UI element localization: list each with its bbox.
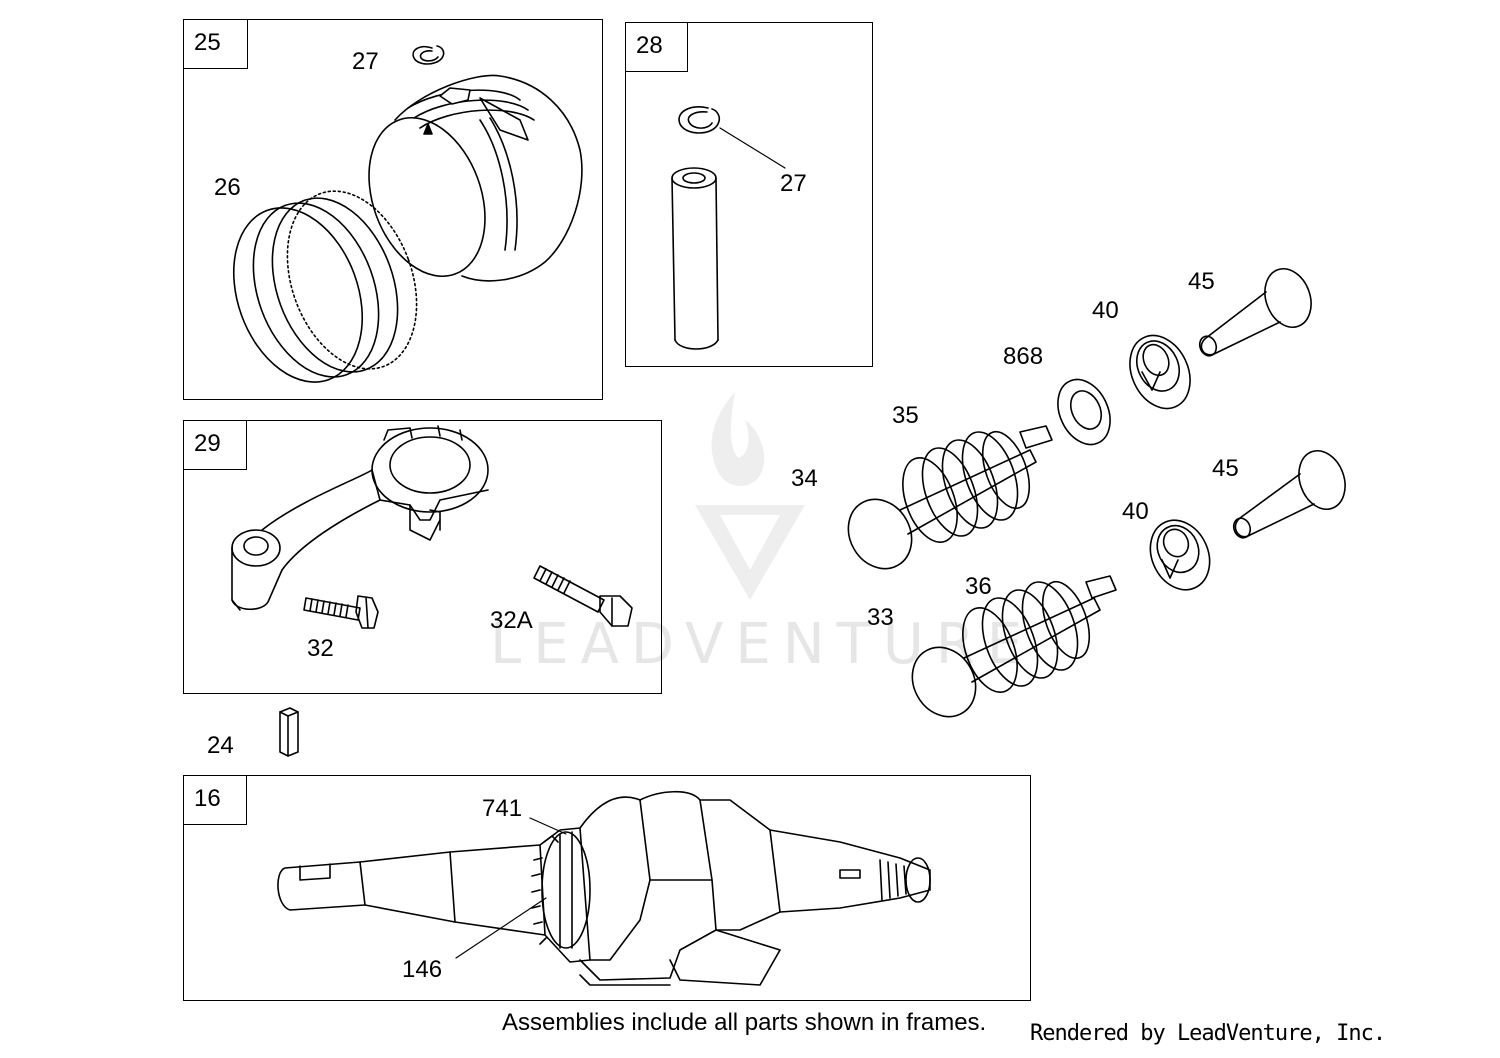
assemblies-note: Assemblies include all parts shown in fr… [502,1009,987,1036]
callout-146: 146 [402,956,443,983]
rod-bolt-long-icon [533,565,633,627]
callout-741: 741 [482,795,523,822]
retaining-clip-icon [412,45,445,65]
valve-spring-icon [962,580,1091,693]
leader-lines [455,817,567,959]
connecting-rod-icon [231,425,489,611]
frame-29: 29 [183,420,662,694]
valve-tappet-icon [1232,450,1346,539]
callout-40: 40 [1122,498,1149,525]
callout-24: 24 [207,732,234,759]
spring-retainer-icon [1149,519,1211,591]
callout-45: 45 [1188,268,1215,295]
callout-32: 32 [307,635,334,662]
callout-40: 40 [1092,297,1119,324]
frame-28: 28 [625,22,873,367]
callout-36: 36 [965,573,992,600]
frame-number: 28 [626,23,688,72]
wrist-pin-icon [671,167,719,350]
wrist-pin-clip-icon [678,106,786,169]
crankshaft-gear-icon [531,831,591,949]
callout-27: 27 [780,170,807,197]
frame-number: 25 [184,20,248,69]
callout-26: 26 [214,174,241,201]
callout-868: 868 [1003,343,1044,370]
callout-45: 45 [1212,455,1239,482]
frame-16: 16 [183,775,1031,1001]
piston-icon [368,74,583,282]
callout-33: 33 [867,604,894,631]
piston-rings-icon [232,190,418,383]
watermark-text: LEADVENTURE [490,612,1035,677]
callout-32a: 32A [490,607,533,634]
callout-35: 35 [892,402,919,429]
woodruff-key-icon [279,707,299,757]
crankshaft-icon [277,790,931,986]
frame-25: 25 [183,19,603,400]
callout-27: 27 [352,48,379,75]
frame-number: 29 [184,421,247,470]
valve-washer-icon [1057,378,1111,446]
render-credit: Rendered by LeadVenture, Inc. [1030,1021,1386,1046]
valve-spring-icon [902,430,1031,543]
frame-number: 16 [184,776,247,825]
exhaust-valve-icon [847,425,1053,570]
valve-tappet-icon [1198,268,1312,357]
callout-34: 34 [791,465,818,492]
intake-valve-icon [911,575,1117,718]
spring-retainer-icon [1129,334,1191,410]
rod-bolt-icon [303,595,379,629]
